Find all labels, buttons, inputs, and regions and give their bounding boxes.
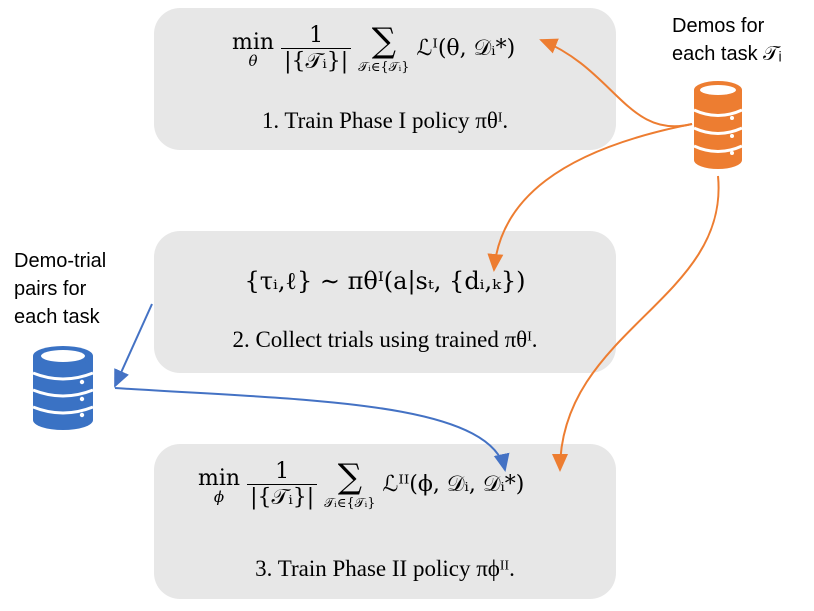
step3-loss: ℒᴵᴵ(ϕ, 𝒟ᵢ, 𝒟ᵢ*)	[382, 472, 525, 497]
arrow-demos-to-step2	[487, 123, 693, 272]
step3-box: min ϕ 1 |{𝒯ᵢ}| ∑ 𝒯ᵢ∈{𝒯ᵢ} ℒᴵᴵ(ϕ, 𝒟ᵢ, 𝒟ᵢ*)…	[154, 444, 616, 599]
step3-frac-den: |{𝒯ᵢ}|	[250, 485, 315, 510]
step3-min: min	[198, 466, 241, 491]
step1-min-var: θ	[248, 52, 258, 70]
step3-frac-num: 1	[247, 459, 318, 485]
step2-formula: {τᵢ,ℓ} ∼ πθᴵ(a|sₜ, {dᵢ,ₖ})	[244, 267, 526, 295]
pairs-label-line2: pairs for	[14, 278, 87, 300]
step1-sum-sub: 𝒯ᵢ∈{𝒯ᵢ}	[358, 60, 410, 75]
arrow-demos-to-step1	[539, 38, 693, 128]
step1-formula: min θ 1 |{𝒯ᵢ}| ∑ 𝒯ᵢ∈{𝒯ᵢ} ℒᴵ(θ, 𝒟ᵢ*)	[232, 22, 515, 75]
demos-database-icon	[693, 81, 743, 169]
step1-sum: ∑	[371, 21, 396, 61]
step1-loss: ℒᴵ(θ, 𝒟ᵢ*)	[416, 36, 516, 61]
step2-box: {τᵢ,ℓ} ∼ πθᴵ(a|sₜ, {dᵢ,ₖ}) 2. Collect tr…	[154, 231, 616, 373]
step1-frac-den: |{𝒯ᵢ}|	[284, 49, 349, 74]
pairs-database-icon	[32, 346, 94, 430]
step1-min: min	[232, 30, 275, 55]
step3-sum: ∑	[337, 457, 362, 497]
arrow-demos-to-step3	[552, 175, 720, 472]
arrow-step2-to-pairs	[114, 303, 153, 388]
step3-caption: 3. Train Phase II policy πϕᴵᴵ.	[255, 556, 515, 581]
pairs-label-line3: each task	[14, 306, 100, 328]
step3-formula: min ϕ 1 |{𝒯ᵢ}| ∑ 𝒯ᵢ∈{𝒯ᵢ} ℒᴵᴵ(ϕ, 𝒟ᵢ, 𝒟ᵢ*)	[198, 458, 524, 511]
step3-sum-sub: 𝒯ᵢ∈{𝒯ᵢ}	[324, 496, 376, 511]
step1-box: min θ 1 |{𝒯ᵢ}| ∑ 𝒯ᵢ∈{𝒯ᵢ} ℒᴵ(θ, 𝒟ᵢ*) 1. T…	[154, 8, 616, 150]
step1-caption: 1. Train Phase I policy πθᴵ.	[261, 108, 509, 133]
step2-caption: 2. Collect trials using trained πθᴵ.	[232, 327, 538, 352]
pairs-label: Demo-trial pairs for each task	[14, 247, 106, 331]
demos-label-line2: each task 𝒯ᵢ	[672, 43, 782, 65]
step1-frac-num: 1	[281, 23, 352, 49]
demos-label: Demos for each task 𝒯ᵢ	[672, 12, 782, 68]
step3-min-var: ϕ	[213, 488, 225, 506]
pairs-label-line1: Demo-trial	[14, 250, 107, 272]
arrow-pairs-to-step3	[114, 387, 510, 472]
demos-label-line1: Demos for	[672, 15, 765, 37]
